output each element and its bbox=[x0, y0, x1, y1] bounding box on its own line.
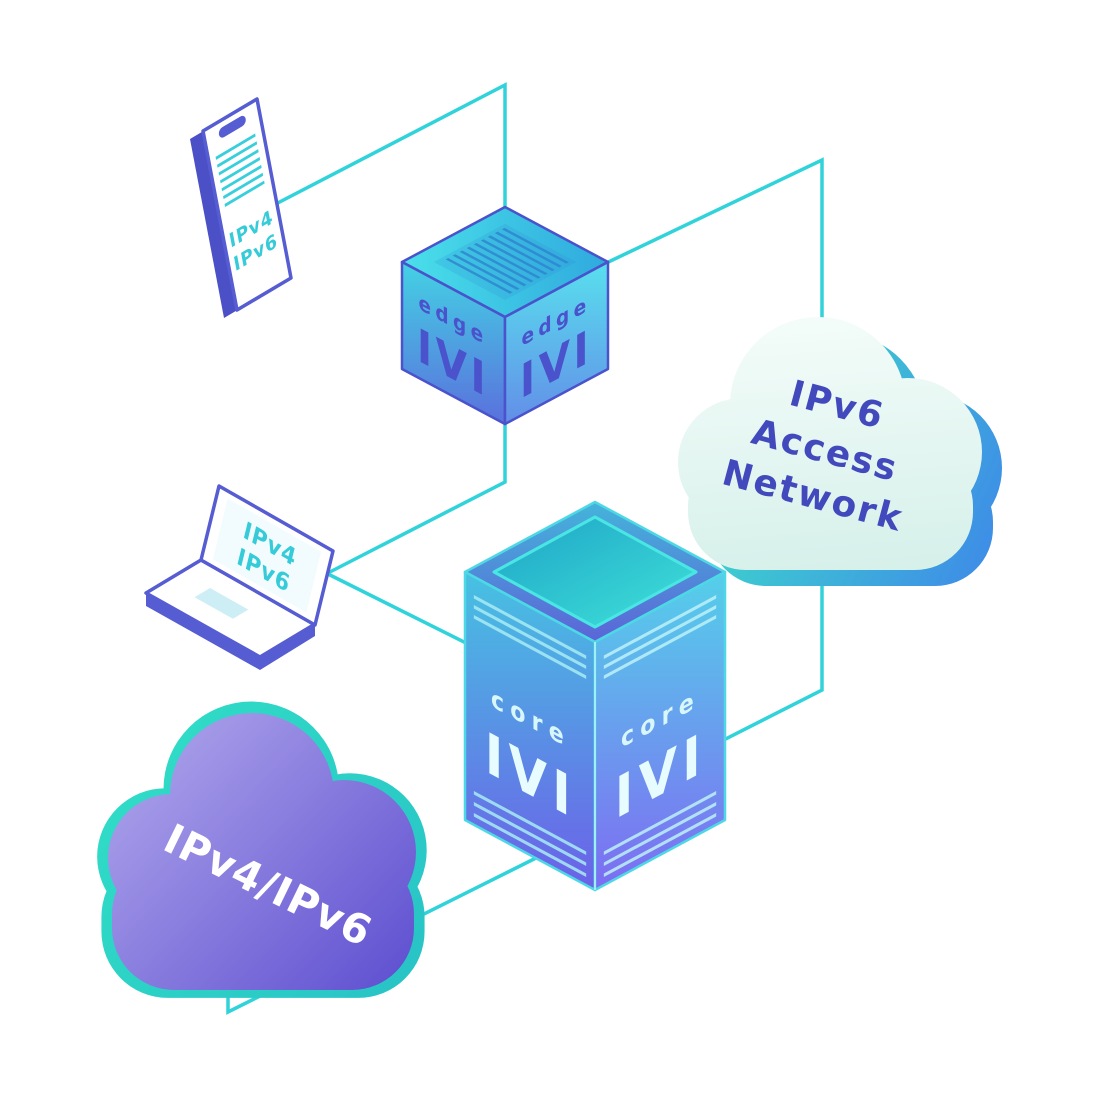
laptop-icon: IPv4 IPv6 bbox=[144, 484, 335, 670]
core-top-screen bbox=[492, 515, 698, 629]
laptop-trackpad bbox=[194, 588, 249, 619]
ipv6-cloud-body bbox=[678, 317, 982, 570]
connection-line-edge-to-laptop bbox=[325, 410, 507, 576]
edge-cube-right-face bbox=[503, 260, 610, 426]
connection-line-ipv6-cloud-to-core bbox=[699, 540, 824, 754]
core-right-vent-lines-top bbox=[603, 595, 717, 679]
core-right-vent-lines-bottom bbox=[603, 791, 717, 877]
phone-notch bbox=[218, 115, 246, 138]
dual-cloud-base bbox=[112, 852, 414, 990]
core-right-face-content: core IVI bbox=[603, 595, 717, 877]
ipv6-cloud-base bbox=[688, 448, 973, 570]
core-left-vent-lines-bottom bbox=[473, 791, 587, 877]
ipv6-access-network-cloud: IPv6 Access Network bbox=[678, 317, 1002, 586]
ipv4-ipv6-cloud: IPv4/IPv6 bbox=[97, 701, 427, 998]
phone-screen-content: IPv4 IPv6 bbox=[215, 115, 280, 276]
laptop-screen-panel bbox=[212, 498, 322, 613]
connection-line-phone-to-edge bbox=[269, 82, 507, 230]
phone-screen-lines bbox=[215, 133, 265, 207]
core-left-vent-lines-top bbox=[473, 595, 587, 679]
dual-cloud-body bbox=[108, 713, 416, 990]
smartphone-icon: IPv4 IPv6 bbox=[190, 97, 293, 318]
phone-screen bbox=[201, 97, 293, 312]
edge-router-cube: edge IVI edge IVI bbox=[400, 205, 610, 426]
edge-cube-top-lines bbox=[445, 227, 569, 294]
core-router-tower: core IVI core IVI bbox=[463, 500, 727, 892]
